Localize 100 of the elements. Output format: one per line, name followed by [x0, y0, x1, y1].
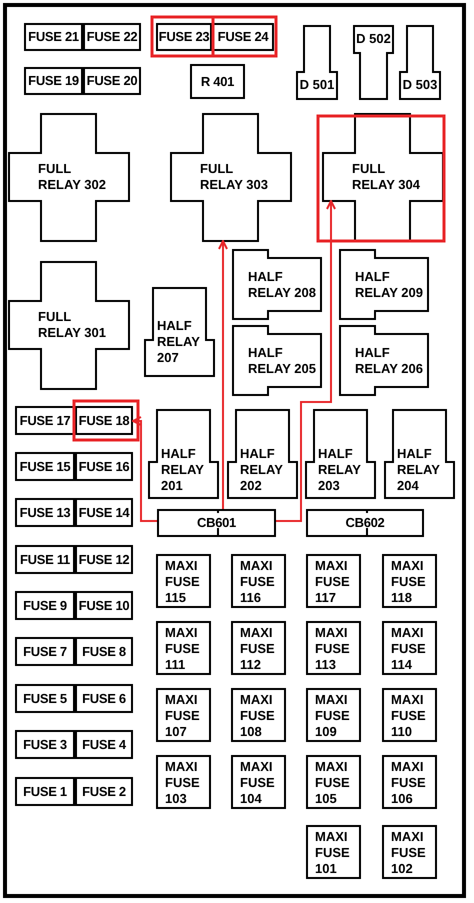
slot-label: MAXI FUSE 114: [391, 625, 427, 673]
maxi-fuse-slot: [231, 554, 286, 608]
slot-label: D 503: [402, 77, 438, 93]
fuse-slot: [24, 23, 83, 51]
fuse-slot: [212, 23, 274, 51]
maxi-fuse-slot: [382, 825, 437, 879]
full-relay-socket: [9, 262, 129, 389]
slot-label: MAXI FUSE 117: [315, 558, 351, 606]
slot-label: FUSE 6: [82, 690, 126, 706]
slot-label: FUSE 21: [28, 29, 79, 45]
half-relay-socket: [145, 288, 214, 376]
slot-label: FUSE 4: [82, 736, 126, 752]
slot-label: HALF RELAY 207: [157, 318, 201, 366]
maxi-fuse-slot: [382, 755, 437, 809]
diode-socket: [354, 26, 393, 99]
arrow: [132, 416, 157, 522]
fuse-slot: [15, 545, 75, 574]
slot-label: MAXI FUSE 107: [165, 692, 201, 740]
slot-label: FULL RELAY 304: [352, 161, 421, 193]
fuse-slot: [75, 591, 133, 620]
half-relay-socket: [306, 410, 375, 498]
diode-socket: [400, 26, 440, 99]
slot-label: MAXI FUSE 108: [240, 692, 276, 740]
slot-label: D 502: [355, 31, 392, 47]
slot-label: HALF RELAY 202: [240, 446, 284, 494]
fuse-slot: [75, 637, 133, 666]
maxi-fuse-slot: [306, 825, 361, 879]
slot-label: FUSE 3: [23, 736, 67, 752]
slot-label: CB601: [197, 515, 236, 531]
slot-label: FUSE 12: [78, 552, 130, 568]
slot-label: FUSE 24: [218, 29, 268, 45]
full-relay-socket: [9, 114, 129, 241]
slot-label: D 501: [298, 77, 336, 93]
slot-label: MAXI FUSE 115: [165, 558, 201, 606]
half-relay-socket: [233, 326, 321, 395]
fuse-slot: [15, 591, 75, 620]
maxi-fuse-slot: [231, 621, 286, 675]
fuse-slot: [75, 452, 133, 481]
maxi-fuse-slot: [306, 621, 361, 675]
fuse-slot: [83, 23, 141, 51]
maxi-fuse-slot: [156, 554, 211, 608]
slot-label: MAXI FUSE 106: [391, 759, 427, 807]
slot-label: FUSE 9: [23, 598, 67, 614]
slot-label: MAXI FUSE 104: [240, 759, 276, 807]
slot-label: FUSE 15: [20, 458, 70, 474]
slot-label: HALF RELAY 204: [397, 446, 441, 494]
fuse-slot: [156, 23, 212, 51]
slot-label: FUSE 22: [86, 29, 138, 45]
maxi-fuse-slot: [306, 755, 361, 809]
maxi-fuse-slot: [156, 755, 211, 809]
fuse-slot: [15, 777, 75, 806]
slot-label: FUSE 17: [20, 412, 70, 428]
maxi-fuse-slot: [231, 688, 286, 742]
slot-label: FUSE 10: [78, 598, 130, 614]
full-relay-socket: [171, 114, 291, 241]
slot-label: FULL RELAY 301: [38, 309, 107, 341]
fuse-slot: [15, 498, 75, 527]
slot-label: FUSE 7: [23, 644, 67, 660]
fuse-slot: [75, 545, 133, 574]
slot-label: FUSE 8: [82, 644, 126, 660]
slot-label: FUSE 2: [82, 784, 126, 800]
slot-label: HALF RELAY 206: [355, 345, 424, 377]
fuse-slot: [83, 67, 141, 95]
fuse-slot: [75, 730, 133, 759]
circuit-breaker-socket: [306, 509, 424, 537]
slot-label: CB602: [346, 515, 384, 531]
slot-label: HALF RELAY 208: [248, 269, 317, 301]
slot-label: FUSE 19: [28, 73, 79, 89]
circuit-breaker-socket: [157, 509, 276, 537]
half-relay-socket: [233, 250, 321, 319]
resistor-socket: [190, 64, 245, 99]
half-relay-socket: [385, 410, 454, 498]
slot-label: HALF RELAY 201: [161, 446, 205, 494]
maxi-fuse-slot: [382, 688, 437, 742]
slot-label: MAXI FUSE 103: [165, 759, 201, 807]
half-relay-socket: [340, 326, 428, 395]
fuse-slot: [75, 684, 133, 713]
slot-label: MAXI FUSE 118: [391, 558, 427, 606]
slot-label: FUSE 20: [86, 73, 138, 89]
slot-label: FUSE 1: [23, 784, 67, 800]
slot-label: HALF RELAY 203: [318, 446, 362, 494]
slot-label: FUSE 5: [23, 690, 67, 706]
half-relay-socket: [340, 250, 428, 319]
arrow: [218, 240, 228, 509]
slot-label: FUSE 11: [20, 552, 70, 568]
fuse-slot: [75, 498, 133, 527]
fuse-slot: [15, 406, 75, 435]
fuse-slot: [15, 730, 75, 759]
maxi-fuse-slot: [306, 688, 361, 742]
slot-label: FUSE 23: [158, 29, 210, 45]
slot-label: MAXI FUSE 101: [315, 829, 351, 877]
maxi-fuse-slot: [156, 621, 211, 675]
slot-label: FULL RELAY 303: [200, 161, 269, 193]
slot-label: MAXI FUSE 112: [240, 625, 276, 673]
maxi-fuse-slot: [382, 621, 437, 675]
slot-label: MAXI FUSE 111: [165, 625, 201, 673]
fuse-slot: [75, 406, 133, 435]
slot-label: HALF RELAY 209: [355, 269, 424, 301]
fuse-slot: [75, 777, 133, 806]
fuse-slot: [15, 637, 75, 666]
